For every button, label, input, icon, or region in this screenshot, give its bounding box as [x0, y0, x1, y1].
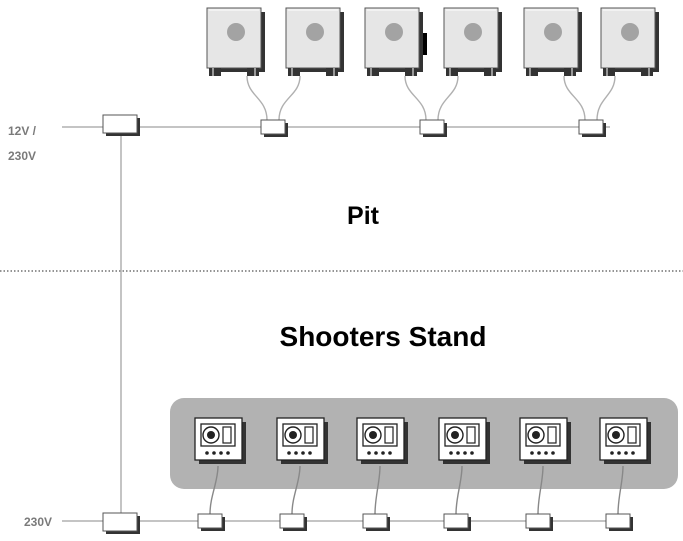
power-label-top-line2: 230V [8, 149, 36, 163]
stand-junctions [197, 513, 633, 531]
stand-junction-box [443, 513, 471, 531]
console-wire [537, 465, 544, 515]
trap-dot [621, 23, 639, 41]
console-wire [455, 465, 463, 515]
control-console [438, 417, 490, 464]
control-console [599, 417, 651, 464]
control-console [356, 417, 408, 464]
trap-dot [385, 23, 403, 41]
trap-machine [600, 7, 659, 76]
trap-wire [437, 75, 459, 121]
shooters-stand-label: Shooters Stand [280, 321, 487, 352]
trap-machine [206, 7, 265, 76]
pit-junction-box [260, 119, 288, 137]
control-console [194, 417, 246, 464]
trap-dot [306, 23, 324, 41]
trap-wire [596, 75, 616, 121]
stand-junction-box [525, 513, 553, 531]
trap-machine [523, 7, 582, 76]
marker-bar [423, 33, 427, 55]
trap-machine [443, 7, 502, 76]
stand-power-box [102, 512, 140, 534]
pit-junction-box [578, 119, 606, 137]
console-wire [291, 465, 301, 515]
stand-junction-box [279, 513, 307, 531]
trap-dot [227, 23, 245, 41]
trap-dot [464, 23, 482, 41]
pit-power-box [102, 114, 140, 136]
trap-dot [544, 23, 562, 41]
trap-machine [364, 7, 423, 76]
trap-machine [285, 7, 344, 76]
stand-junction-box [362, 513, 390, 531]
console-wire [374, 465, 381, 515]
pit-label: Pit [347, 202, 380, 230]
trap-wire [563, 75, 586, 121]
stand-consoles [194, 417, 651, 464]
pit-traps [206, 7, 659, 76]
control-console [519, 417, 571, 464]
trap-wire [246, 75, 268, 121]
stand-junction-box [605, 513, 633, 531]
pit-wires [246, 75, 616, 121]
console-wire [617, 465, 624, 515]
power-label-top-line1: 12V / [8, 124, 37, 138]
power-label-bottom: 230V [24, 515, 52, 529]
trap-wire [404, 75, 427, 121]
trap-wire [278, 75, 301, 121]
stand-junction-box [197, 513, 225, 531]
control-console [276, 417, 328, 464]
pit-junctions [260, 119, 606, 137]
stand-wires [209, 465, 624, 515]
pit-junction-box [419, 119, 447, 137]
console-wire [209, 465, 219, 515]
